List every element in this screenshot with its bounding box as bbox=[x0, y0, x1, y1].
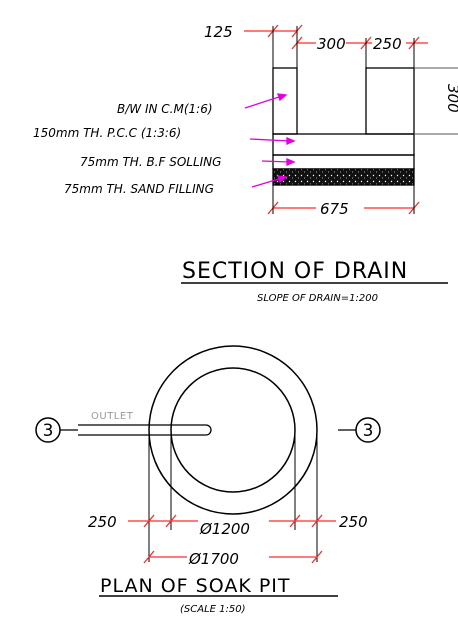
label-pcc: 150mm TH. P.C.C (1:3:6) bbox=[33, 126, 181, 140]
dim-right-wall: 250 bbox=[339, 513, 368, 531]
dim-wall-left: 125 bbox=[204, 23, 233, 41]
leader-arrows bbox=[244, 93, 296, 188]
plan-inner-dimension-lines bbox=[128, 514, 336, 528]
label-brickwork: B/W IN C.M(1:6) bbox=[117, 102, 213, 116]
soak-pit-plan: OUTLET 3 3 250 Ø1200 25 bbox=[35, 345, 381, 615]
dim-height: 300 bbox=[444, 84, 458, 113]
outlet-pipe-end bbox=[205, 424, 212, 436]
outer-circle bbox=[148, 345, 318, 515]
dim-total-width: 675 bbox=[320, 200, 349, 218]
dim-wall-right: 250 bbox=[373, 35, 402, 53]
section-marker-left-label: 3 bbox=[43, 421, 54, 441]
plan-outer-dimension-line bbox=[143, 550, 323, 564]
right-wall bbox=[365, 67, 415, 135]
dim-left-wall: 250 bbox=[88, 513, 117, 531]
left-wall bbox=[272, 67, 298, 135]
dim-inner-diameter: Ø1200 bbox=[199, 520, 250, 538]
bottom-dimension-line bbox=[267, 201, 420, 215]
inner-circle bbox=[170, 367, 296, 493]
label-sand: 75mm TH. SAND FILLING bbox=[64, 182, 214, 196]
drain-section: 125 300 250 300 675 B/W IN C.M(1:6) 150m… bbox=[33, 23, 458, 304]
section-subtitle: SLOPE OF DRAIN=1:200 bbox=[257, 293, 378, 304]
label-soling: 75mm TH. B.F SOLLING bbox=[80, 155, 221, 169]
section-title: SECTION OF DRAIN bbox=[182, 259, 408, 284]
section-marker-right bbox=[355, 417, 381, 443]
outlet-label: OUTLET bbox=[91, 411, 134, 422]
dim-outer-diameter: Ø1700 bbox=[188, 550, 239, 568]
section-marker-right-label: 3 bbox=[363, 421, 374, 441]
sand-filling-layer bbox=[272, 168, 415, 186]
plan-subtitle: (SCALE 1:50) bbox=[180, 604, 246, 615]
plan-extension-lines bbox=[148, 430, 318, 562]
dim-channel: 300 bbox=[317, 35, 346, 53]
top-extension-lines bbox=[272, 26, 415, 68]
plan-title: PLAN OF SOAK PIT bbox=[100, 575, 291, 597]
pcc-layer bbox=[272, 133, 415, 156]
